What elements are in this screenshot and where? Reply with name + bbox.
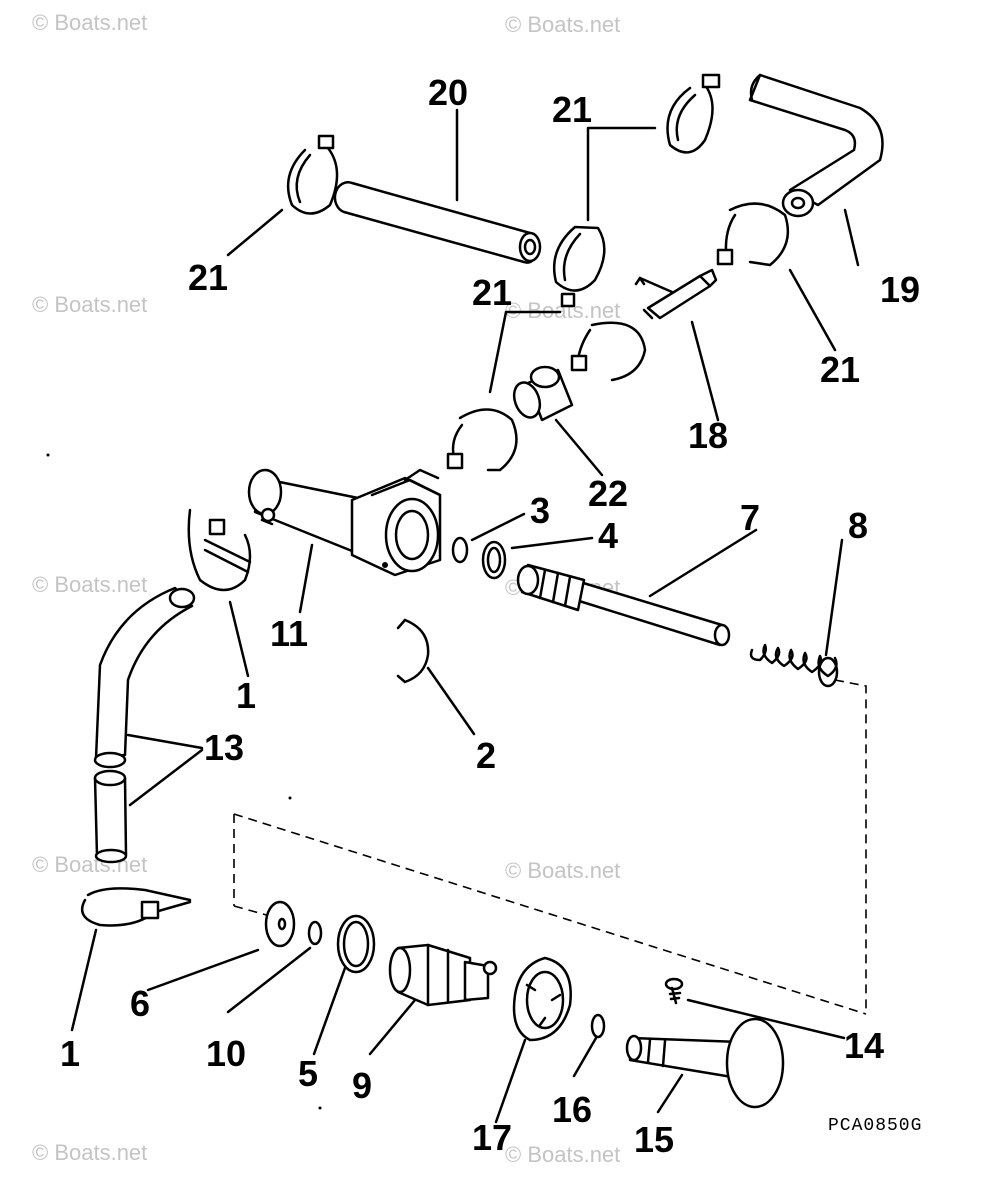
assembly-guide-lines [233,679,867,1015]
part-16-o-ring [590,1013,606,1039]
callout-16: 16 [552,1089,592,1130]
callout-14: 14 [844,1025,884,1066]
watermark-text: © Boats.net [32,572,147,597]
callout-6: 6 [130,983,150,1024]
callout-21: 21 [820,349,860,390]
callout-18: 18 [688,415,728,456]
part-18-connector [634,268,718,320]
part-21-clamp [716,202,790,267]
callout-8: 8 [848,505,868,546]
part-11-primer-body [247,468,442,577]
callout-17: 17 [472,1117,512,1158]
callout-1: 1 [60,1033,80,1074]
part-4-o-ring [481,540,507,580]
part-1-clamp [187,508,252,592]
callout-7: 7 [740,497,760,538]
part-21-clamp [666,73,721,154]
watermark-text: © Boats.net [505,1142,620,1167]
callout-11: 11 [270,613,308,654]
callout-21: 21 [188,257,228,298]
callout-3: 3 [530,490,550,531]
callout-21: 21 [552,89,592,130]
part-21-clamp [446,408,518,472]
callout-1: 1 [236,675,256,716]
callout-9: 9 [352,1065,372,1106]
speck [46,453,50,457]
callout-10: 10 [206,1033,246,1074]
callout-5: 5 [298,1053,318,1094]
part-21-clamp [570,321,647,382]
watermark-text: © Boats.net [32,292,147,317]
watermark-text: © Boats.net [32,10,147,35]
callout-15: 15 [634,1119,674,1160]
callout-4: 4 [598,515,618,556]
callout-19: 19 [880,269,920,310]
callout-21: 21 [472,272,512,313]
part-6-washer [264,900,296,948]
callout-22: 22 [588,473,628,514]
part-20-hose [333,181,542,264]
part-3-o-ring [451,536,469,564]
part-14-screw [664,977,684,1005]
part-13-hose [93,586,196,769]
part-17-bezel [512,956,572,1042]
callout-13: 13 [204,727,244,768]
part-8-spring [749,643,839,688]
callout-2: 2 [476,735,496,776]
watermark-text: © Boats.net [505,12,620,37]
leader-lines [70,108,860,1124]
part-21-clamp [286,134,339,215]
part-13-hose [93,769,128,864]
part-7-plunger [516,563,731,647]
part-21-clamp [552,225,606,308]
speck [318,1106,322,1110]
speck [288,796,292,800]
part-1-clamp [80,887,192,927]
callout-20: 20 [428,72,468,113]
part-2-retaining-ring [396,618,430,684]
watermark-text: © Boats.net [32,852,147,877]
drawing-code: PCA0850G [828,1116,922,1136]
part-5-o-ring [336,914,376,974]
watermark-text: © Boats.net [32,1140,147,1165]
part-15-knob [625,1017,785,1109]
part-10-o-ring [307,920,323,946]
part-22-sleeve [512,365,574,422]
watermark-text: © Boats.net [505,858,620,883]
callout-labels: 20 21 21 21 21 19 18 22 3 4 7 8 11 1 13 … [60,72,920,1160]
part-19-hose [748,73,884,218]
part-9-nut [388,943,498,1007]
